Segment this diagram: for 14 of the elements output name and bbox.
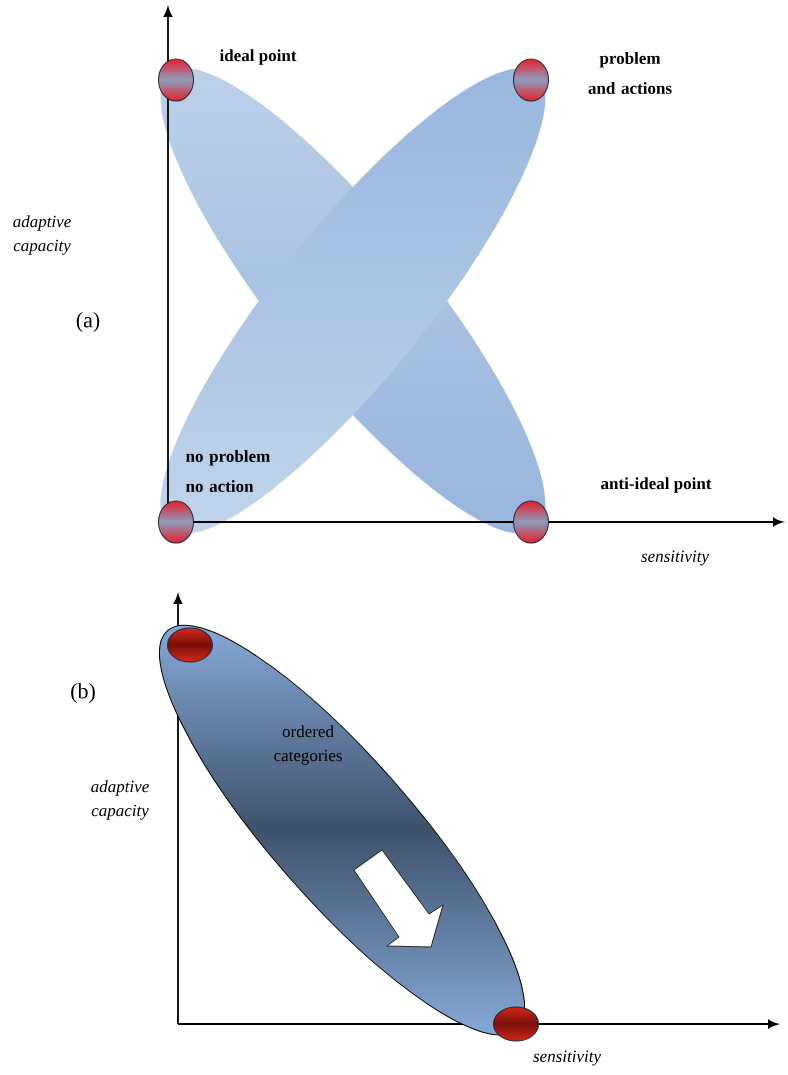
axis-label: sensitivity	[533, 1050, 601, 1066]
point-label: no problem no action	[186, 450, 270, 492]
point-marker	[513, 500, 549, 544]
panel-label: (b)	[71, 683, 95, 703]
point-marker	[513, 58, 549, 102]
axis-label: sensitivity	[641, 550, 709, 566]
point-label: anti-ideal point	[601, 477, 712, 493]
panel-label: (a)	[76, 312, 100, 332]
point-label: problem and actions	[588, 52, 672, 94]
axis-label: adaptive capacity	[91, 780, 149, 820]
point-marker	[158, 58, 194, 102]
point-label: ideal point	[219, 49, 297, 65]
axis-label: adaptive capacity	[13, 215, 71, 255]
point-marker	[158, 500, 194, 544]
